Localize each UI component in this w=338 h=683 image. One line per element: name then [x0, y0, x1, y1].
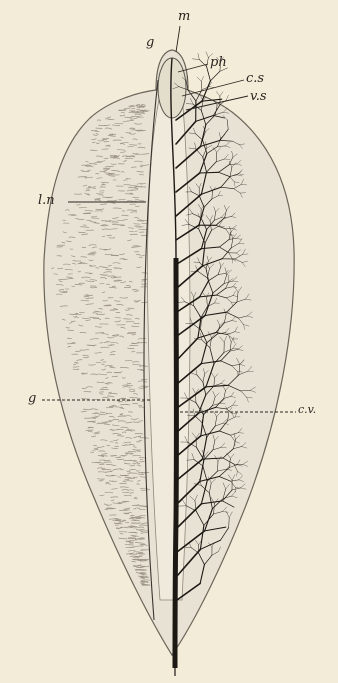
vessel-branch — [197, 77, 201, 81]
label-ph: ph — [210, 56, 227, 69]
label-cs: c.s — [246, 72, 264, 85]
leader-cs — [182, 80, 244, 96]
vessel-branch — [198, 54, 199, 60]
ventral-vessel — [175, 258, 176, 668]
vessel-branch — [207, 58, 209, 67]
vessel-branch — [216, 92, 220, 97]
leader-m — [176, 26, 180, 52]
label-g-top: g — [146, 36, 154, 49]
vessel-branch — [201, 81, 202, 90]
vessel-branch — [206, 52, 209, 58]
label-vs: v.s — [250, 90, 267, 103]
label-g-mid: g — [28, 392, 36, 405]
label-ln: l.n — [38, 194, 55, 207]
vessel-branch — [209, 87, 214, 88]
vessel-branch — [200, 172, 219, 173]
vessel-branch — [220, 92, 223, 96]
label-m: m — [178, 10, 190, 23]
label-cv: c.v. — [298, 404, 316, 415]
vessel-branch — [201, 76, 203, 81]
vessel-branch — [226, 95, 228, 100]
vessel-branch — [192, 59, 199, 60]
vessel-branch — [210, 71, 220, 81]
